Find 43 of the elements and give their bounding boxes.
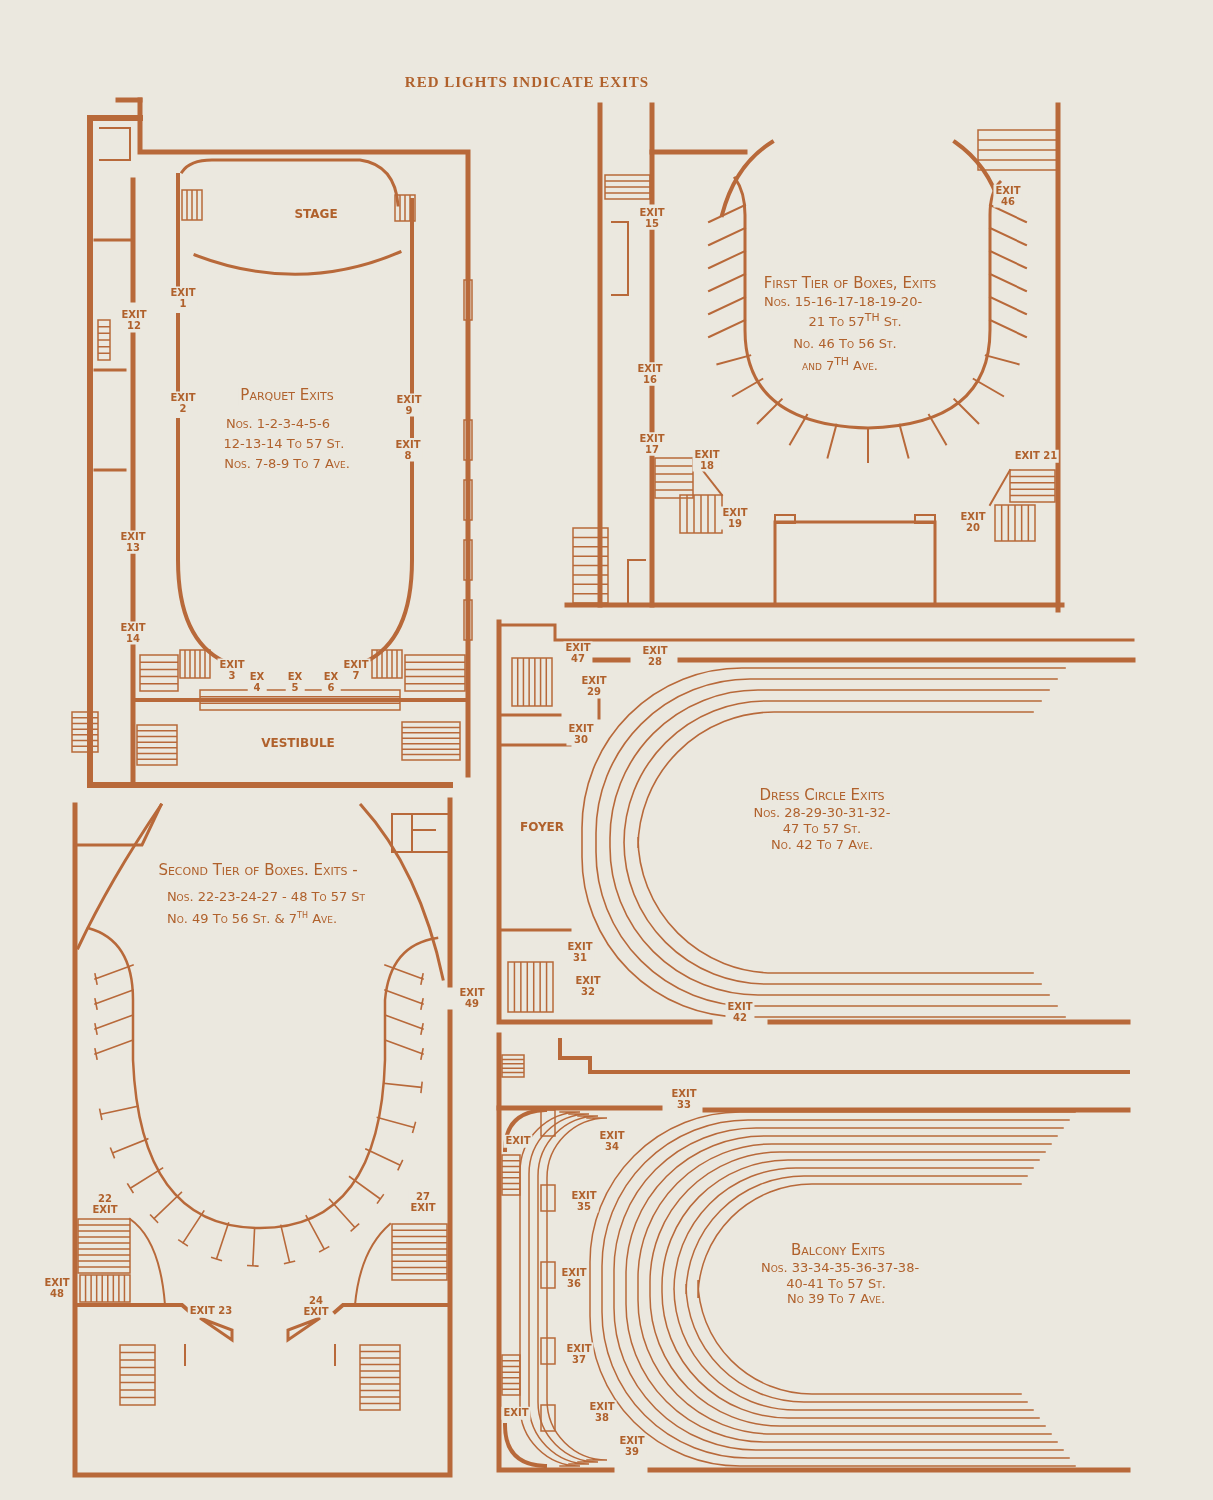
exit-label: EXIT 20 — [958, 510, 988, 534]
exit-label: EXIT 1 — [168, 286, 198, 310]
exit-label: EXIT 32 — [573, 974, 603, 998]
exit-label: EXIT 19 — [720, 506, 750, 530]
exit-label: EXIT 34 — [597, 1129, 627, 1153]
exit-label: EXIT 12 — [119, 308, 149, 332]
exit-label: EXIT 13 — [118, 530, 148, 554]
exit-label: EXIT 29 — [579, 674, 609, 698]
page-title: RED LIGHTS INDICATE EXITS — [404, 73, 650, 91]
exit-label: EXIT 7 — [341, 658, 371, 682]
exit-label: EXIT 14 — [118, 621, 148, 645]
exit-label: EXIT 31 — [565, 940, 595, 964]
exit-label: EXIT 39 — [617, 1434, 647, 1458]
exit-label: EXIT 36 — [559, 1266, 589, 1290]
exit-label: EX 5 — [285, 670, 305, 694]
exit-label: EXIT 30 — [566, 722, 596, 746]
exit-label: EXIT 3 — [217, 658, 247, 682]
exit-label: 24 EXIT — [301, 1294, 331, 1318]
exit-label: EXIT 46 — [993, 184, 1023, 208]
exit-label: EXIT 9 — [394, 393, 424, 417]
exit-label: EXIT — [503, 1134, 533, 1148]
exit-label: EXIT 42 — [725, 1000, 755, 1024]
exit-label: EXIT 15 — [637, 206, 667, 230]
exit-label: EXIT 35 — [569, 1189, 599, 1213]
exit-label: EXIT 33 — [669, 1087, 699, 1111]
exit-label: EXIT 37 — [564, 1342, 594, 1366]
exit-label: EXIT 18 — [692, 448, 722, 472]
exit-label: EXIT 2 — [168, 391, 198, 415]
exit-label: EXIT 38 — [587, 1400, 617, 1424]
exit-label: EX 6 — [321, 670, 341, 694]
exit-label: EXIT 21 — [1012, 449, 1060, 463]
exit-label: EXIT 23 — [187, 1304, 235, 1318]
exit-label: 22 EXIT — [90, 1192, 120, 1216]
exit-label: EXIT 8 — [393, 438, 423, 462]
exit-label: EX 4 — [247, 670, 267, 694]
exit-label: EXIT — [501, 1406, 531, 1420]
exit-label: EXIT 16 — [635, 362, 665, 386]
exit-label: EXIT 28 — [640, 644, 670, 668]
exit-label: EXIT 48 — [42, 1276, 72, 1300]
exit-label: EXIT 17 — [637, 432, 667, 456]
exit-label: 27 EXIT — [408, 1190, 438, 1214]
exit-label: EXIT 47 — [563, 641, 593, 665]
exit-label: EXIT 49 — [457, 986, 487, 1010]
